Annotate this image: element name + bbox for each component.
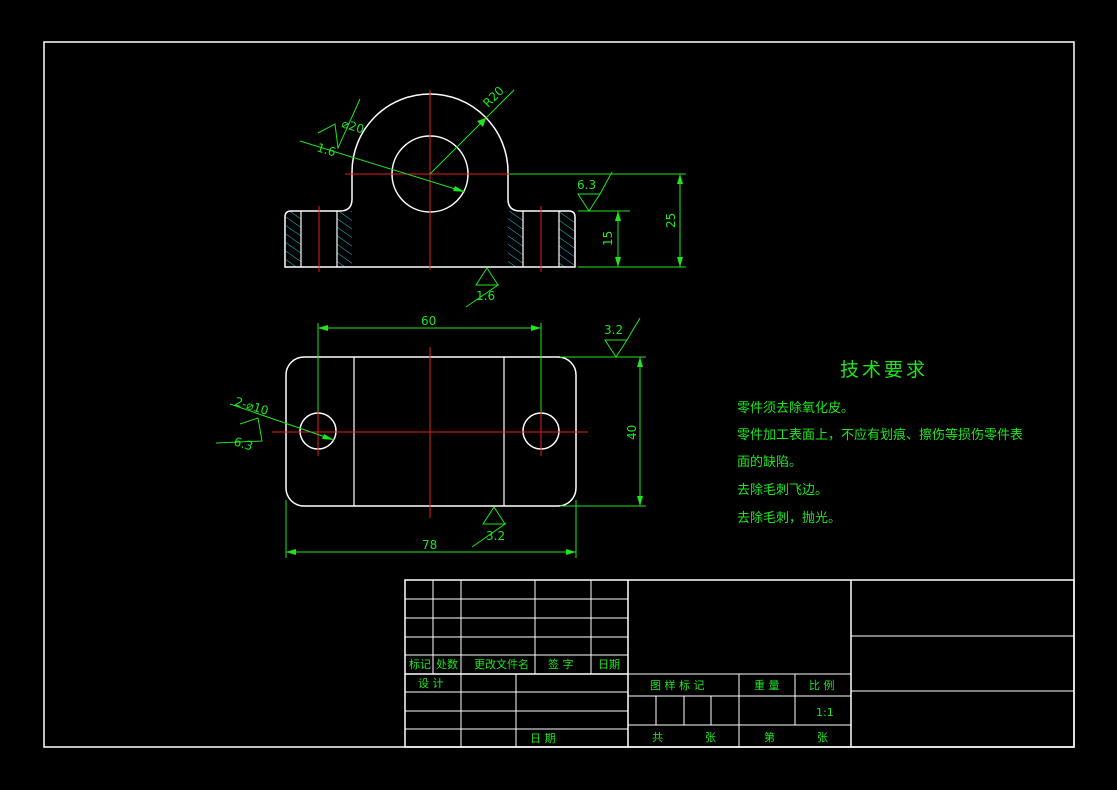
dim40-arrow-top: [637, 357, 643, 367]
tb-total: 共: [652, 731, 663, 744]
roughness-plan-bot-symbol: [471, 506, 507, 548]
dim60-text: 60: [421, 314, 436, 328]
roughness-bottom-symbol: [465, 267, 500, 308]
dim15-arrow-top: [615, 211, 621, 221]
dia-text: ⌀20: [340, 116, 366, 136]
title-block: [404, 579, 1075, 748]
tb-drawing-mark: 图 样 标 记: [650, 678, 705, 692]
tb-weight: 重 量: [754, 678, 780, 692]
tb-mark: 标记: [409, 657, 431, 671]
roughness-top-symbol: [577, 171, 613, 212]
holes-arrow: [322, 434, 334, 440]
sheet-border: [43, 41, 1075, 748]
roughness-hole-symbol: [317, 98, 361, 150]
radius-text: R20: [480, 84, 507, 111]
front-outline: [284, 93, 576, 268]
tb-scale-value: 1:1: [816, 706, 834, 719]
dim78-text: 78: [422, 538, 437, 552]
dim25-arrow-top: [677, 174, 683, 184]
tech-line-5: 去除毛刺，抛光。: [737, 511, 841, 526]
tb-scale: 比 例: [809, 678, 835, 692]
tb-change-doc: 更改文件名: [474, 657, 529, 671]
dia-leader: [299, 140, 466, 193]
dim40-text: 40: [625, 425, 639, 440]
tech-line-1: 零件须去除氧化皮。: [737, 401, 854, 416]
tb-signature: 签 字: [548, 657, 574, 671]
tb-design: 设 计: [418, 677, 444, 690]
left-hatch-outer: [286, 211, 301, 267]
right-hatch-inner: [508, 211, 523, 267]
dim15-arrow-bot: [615, 257, 621, 267]
roughness-bottom-text: 1.6: [476, 289, 495, 303]
tb-sheet-no: 第: [764, 730, 775, 744]
tech-line-4: 去除毛刺飞边。: [737, 483, 828, 498]
dim60-arrow-r: [531, 325, 541, 331]
tech-requirements: 技术要求 零件须去除氧化皮。 零件加工表面上，不应有划痕、擦伤等损伤零件表 面的…: [737, 359, 1023, 526]
dim25-arrow-bot: [677, 257, 683, 267]
tb-sheets: 张: [705, 731, 716, 744]
tech-title: 技术要求: [840, 359, 928, 381]
dim60-arrow-l: [318, 325, 328, 331]
roughness-holes-symbol: [215, 417, 263, 444]
dim78-arrow-r: [566, 549, 576, 555]
plan-view: 60 3.2 40 78 3.2 2-⌀10 6.3: [215, 314, 646, 558]
tb-sheets2: 张: [817, 731, 828, 744]
roughness-top-text: 6.3: [577, 178, 596, 192]
roughness-hole-text: 1.6: [315, 140, 337, 159]
roughness-plan-bot-text: 3.2: [486, 529, 505, 543]
tb-date2: 日 期: [530, 732, 556, 745]
tb-count: 处数: [436, 658, 458, 671]
dim40-arrow-bot: [637, 496, 643, 506]
dim25-text: 25: [664, 213, 678, 228]
right-hatch-outer: [559, 211, 574, 267]
radius-leader: [429, 89, 515, 175]
dim15-text: 15: [601, 231, 615, 246]
roughness-holes-text: 6.3: [232, 434, 254, 453]
roughness-tr-text: 3.2: [604, 323, 623, 337]
tech-line-3: 面的缺陷。: [737, 454, 802, 470]
radius-arrow: [477, 118, 486, 127]
tech-line-2: 零件加工表面上，不应有划痕、擦伤等损伤零件表: [737, 427, 1023, 443]
holes-leader: [229, 403, 335, 441]
left-hatch-inner: [337, 211, 352, 267]
front-view: ⌀20 1.6 R20 6.3 15 25 1.6: [284, 84, 686, 308]
title-block-labels: 标记 处数 更改文件名 签 字 日期 设 计 日 期 图 样 标 记 重 量 比…: [409, 657, 835, 745]
dim78-arrow-l: [286, 549, 296, 555]
holes-text: 2-⌀10: [233, 394, 270, 417]
tb-date: 日期: [598, 658, 620, 671]
dia-arrow: [453, 186, 465, 192]
roughness-tr-symbol: [604, 317, 641, 358]
